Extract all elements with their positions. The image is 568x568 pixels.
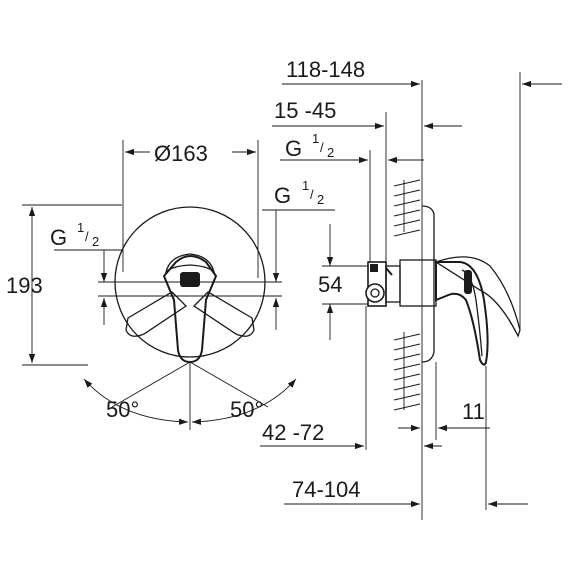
thread-side-den: 2 (327, 145, 334, 160)
dimension-depth-body: 15 -45 (272, 98, 462, 262)
handle-arm-right (192, 291, 255, 337)
body-marker (370, 264, 378, 272)
thread-side: G 1 / 2 (280, 131, 424, 262)
width-face-label: 118-148 (286, 57, 365, 82)
thread-front-right: G 1 / 2 (262, 178, 335, 330)
diameter-label: Ø163 (154, 141, 208, 166)
dimension-inlet-spacing: 54 (318, 224, 368, 340)
thread-left: G 1 / 2 (50, 220, 122, 325)
dimension-total-depth: 74-104 (284, 366, 528, 510)
inlet-fitting (365, 283, 385, 303)
dimension-cover-offset: 11 (398, 362, 490, 440)
cover-plate-side (421, 205, 435, 363)
dimension-depth-range: 42 -72 (260, 306, 442, 450)
front-view (98, 206, 282, 430)
thread-left-num: 1 (77, 220, 84, 235)
thread-front-right-g: G (274, 183, 291, 208)
dimension-diameter: Ø163 (122, 140, 259, 278)
thread-front-right-slash: / (310, 187, 314, 202)
dimension-angles: 50° 50° (83, 361, 297, 425)
thread-front-right-den: 2 (317, 192, 324, 207)
thread-left-g: G (50, 225, 67, 250)
handle-body (162, 255, 218, 364)
dimension-height: 193 (6, 204, 122, 366)
depth-range-label: 42 -72 (262, 420, 324, 445)
angle-right-label: 50° (230, 397, 263, 422)
handle-side (435, 261, 489, 366)
height-label: 193 (6, 273, 43, 298)
dimension-width-face: 118-148 (282, 57, 562, 88)
thread-side-g: G (285, 136, 302, 161)
thread-front-right-num: 1 (302, 178, 309, 193)
wall-hatch-top (393, 179, 421, 237)
inlet-spacing-label: 54 (318, 272, 342, 297)
handle-swing (434, 256, 521, 338)
handle-arm-left (125, 291, 188, 337)
brand-button (180, 272, 200, 287)
thread-left-den: 2 (92, 234, 99, 249)
inlet-fitting-inner (370, 288, 380, 298)
wall-hatch-bottom (393, 332, 421, 411)
side-view (365, 72, 521, 520)
valve-stem (399, 259, 437, 307)
cover-offset-label: 11 (462, 399, 485, 424)
thread-side-slash: / (320, 140, 324, 155)
handle-top (164, 253, 216, 275)
thread-left-slash: / (85, 229, 89, 244)
depth-body-label: 15 -45 (274, 98, 336, 123)
thread-side-num: 1 (312, 131, 319, 146)
angle-left-label: 50° (106, 397, 139, 422)
total-depth-label: 74-104 (292, 477, 361, 502)
